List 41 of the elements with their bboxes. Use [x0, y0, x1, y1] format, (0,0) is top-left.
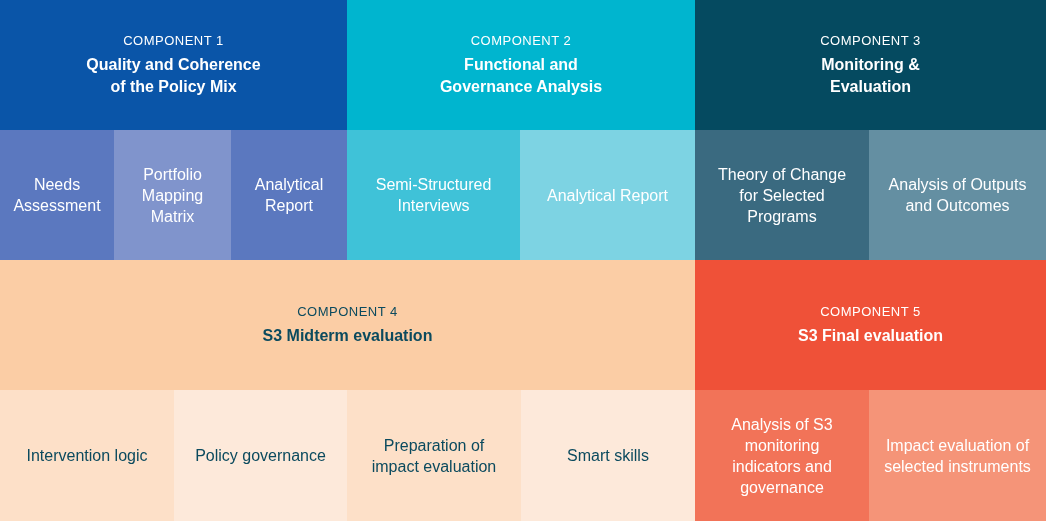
deliverable-label: Intervention logic [26, 446, 148, 466]
deliverable-panel [0, 130, 114, 260]
component-header-panel [695, 260, 1046, 390]
component-title: S3 Final evaluation [798, 325, 943, 346]
component-header-panel [0, 260, 695, 390]
component-title: S3 Midterm evaluation [262, 325, 433, 346]
deliverable-label: Theory of Change for Selected Programs [716, 164, 848, 227]
component-header-panel [695, 0, 1046, 130]
deliverable-panel [347, 130, 520, 260]
component-number: COMPONENT 2 [470, 32, 572, 48]
deliverable-label: Analytical Report [253, 175, 325, 216]
deliverable-label: Analysis of S3 monitoring indicators and governance [730, 414, 834, 498]
component-number: COMPONENT 3 [820, 32, 921, 48]
deliverable-label: Impact evaluation of selected instruments [883, 435, 1032, 477]
component-number: COMPONENT 1 [123, 32, 224, 48]
deliverable-panel [347, 390, 521, 521]
deliverable-panel [695, 130, 869, 260]
deliverable-panel [114, 130, 231, 260]
component-number: COMPONENT 4 [297, 303, 398, 319]
deliverable-label: Smart skills [567, 446, 649, 466]
deliverable-panel [520, 130, 695, 260]
deliverable-label: Semi-Structured Interviews [374, 175, 493, 216]
deliverable-panel [0, 390, 174, 521]
deliverable-panel [869, 130, 1046, 260]
deliverable-label: Needs Assessment [13, 175, 101, 216]
deliverable-label: Policy governance [195, 446, 326, 466]
component-title: Quality and Coherence of the Policy Mix [85, 54, 262, 97]
component-title: Functional and Governance Analysis [438, 54, 604, 97]
deliverable-panel [521, 390, 695, 521]
component-title: Monitoring & Evaluation [820, 54, 921, 97]
component-number: COMPONENT 5 [820, 303, 921, 319]
component-header-panel [0, 0, 347, 130]
deliverable-label: Analytical Report [547, 185, 668, 206]
deliverable-label: Analysis of Outputs and Outcomes [887, 175, 1028, 216]
deliverable-panel [174, 390, 347, 521]
deliverable-panel [869, 390, 1046, 521]
deliverable-label: Preparation of impact evaluation [370, 435, 498, 477]
component-header-panel [347, 0, 695, 130]
deliverable-panel [695, 390, 869, 521]
deliverable-label: Portfolio Mapping Matrix [140, 164, 205, 227]
deliverable-panel [231, 130, 347, 260]
